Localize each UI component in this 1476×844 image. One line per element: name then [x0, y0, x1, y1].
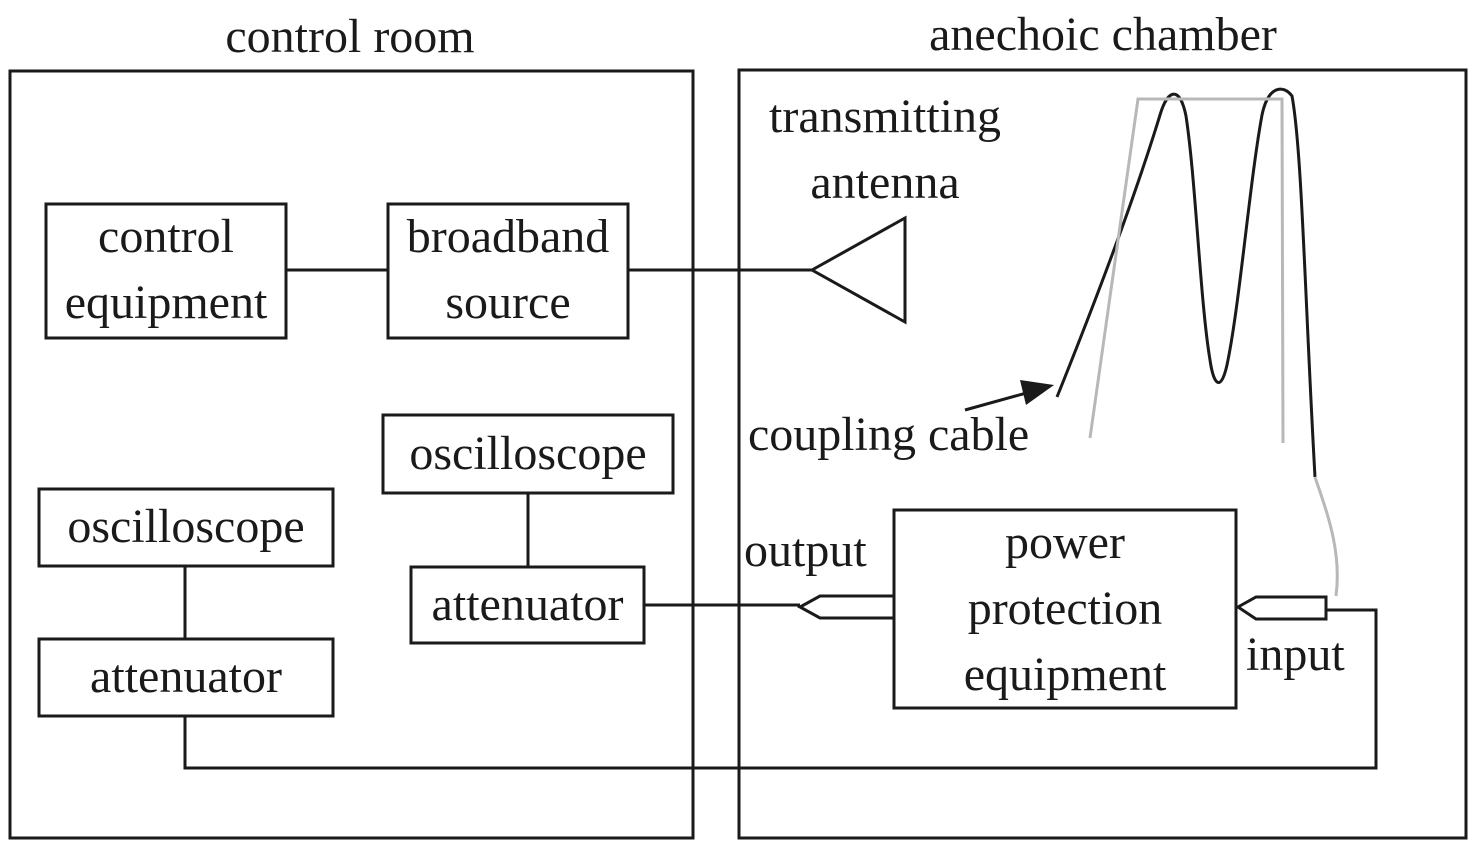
control-equipment-line-1: control [98, 210, 234, 263]
control-equipment-label: control equipment [46, 204, 286, 336]
output-connector [796, 594, 894, 620]
power-protection-equipment-box [892, 508, 1238, 710]
transmitting-antenna-horn [808, 215, 907, 325]
broadband-source-line-1: broadband [406, 210, 610, 263]
input-connector [1235, 595, 1328, 621]
coupling-cable-curve [1055, 87, 1317, 478]
attenuator-right-label: attenuator [431, 578, 624, 631]
power-protection-equipment-label: power protection equipment [894, 510, 1236, 708]
input-label: input [1246, 628, 1345, 681]
anechoic-chamber-title: anechoic chamber [929, 8, 1277, 61]
output-label: output [744, 524, 867, 577]
transmitting-antenna-label: transmitting antenna [745, 84, 1025, 216]
power-protection-line-2: protection [967, 582, 1163, 635]
control-room-title: control room [225, 10, 475, 63]
coupling-cable-arrowhead [1020, 380, 1054, 405]
oscilloscope-right-label: oscilloscope [409, 427, 647, 480]
control-room-frame [8, 69, 695, 840]
attenuator-left-label: attenuator [90, 650, 282, 703]
broadband-source-line-2: source [445, 276, 571, 329]
transmitting-antenna-line-1: transmitting [769, 90, 1001, 143]
control-equipment-line-2: equipment [64, 276, 268, 329]
input-return-line [183, 608, 1378, 770]
power-protection-line-3: equipment [963, 648, 1167, 701]
gray-cable-loop [1088, 97, 1285, 444]
power-protection-line-1: power [1005, 516, 1125, 569]
oscilloscope-left-label: oscilloscope [67, 500, 305, 553]
transmitting-antenna-line-2: antenna [810, 156, 960, 209]
gray-cable-tail [1313, 476, 1339, 597]
anechoic-chamber-frame [737, 68, 1468, 840]
broadband-source-label: broadband source [388, 204, 628, 336]
coupling-cable-arrow-shaft [964, 390, 1031, 412]
coupling-cable-label: coupling cable [748, 408, 1030, 461]
